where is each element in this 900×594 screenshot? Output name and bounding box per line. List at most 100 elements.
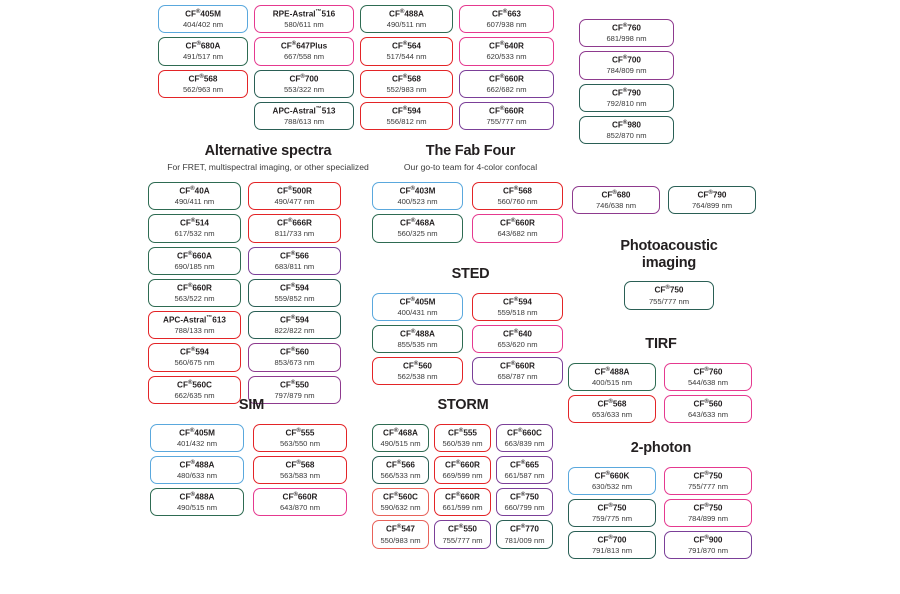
dye-wavelengths: 788/613 nm [283,116,325,126]
dye-wavelengths: 764/899 nm [691,201,733,211]
dye-wavelengths: 781/009 nm [504,535,545,545]
dye-wavelengths: 490/511 nm [386,20,427,30]
dye-name: CF®790 [697,190,727,200]
dye-name: CF®700 [597,535,627,545]
section-subtitle: Our go-to team for 4-color confocal [403,161,538,172]
dye-wavelengths: 556/812 nm [386,116,427,126]
section-title: 2-photon [630,440,692,456]
dye-wavelengths: 559/518 nm [497,307,538,317]
section-fab-four: The Fab Four Our go-to team for 4-color … [372,143,569,247]
dye-wavelengths: 658/787 nm [497,372,538,382]
dye-wavelengths: 480/633 nm [176,471,218,481]
dye-wavelengths: 580/611 nm [284,20,324,30]
dye-name: CF®560 [279,347,309,358]
dye-name: CF®660K [594,470,630,481]
dye-wavelengths: 784/899 nm [687,514,729,524]
dye-wavelengths: 643/633 nm [687,410,729,420]
dye-name: CF®647Plus [280,41,328,51]
dye-wavelengths: 566/533 nm [380,471,421,481]
dye-wavelengths: 755/777 nm [648,296,690,306]
section-title: STED [451,266,490,282]
